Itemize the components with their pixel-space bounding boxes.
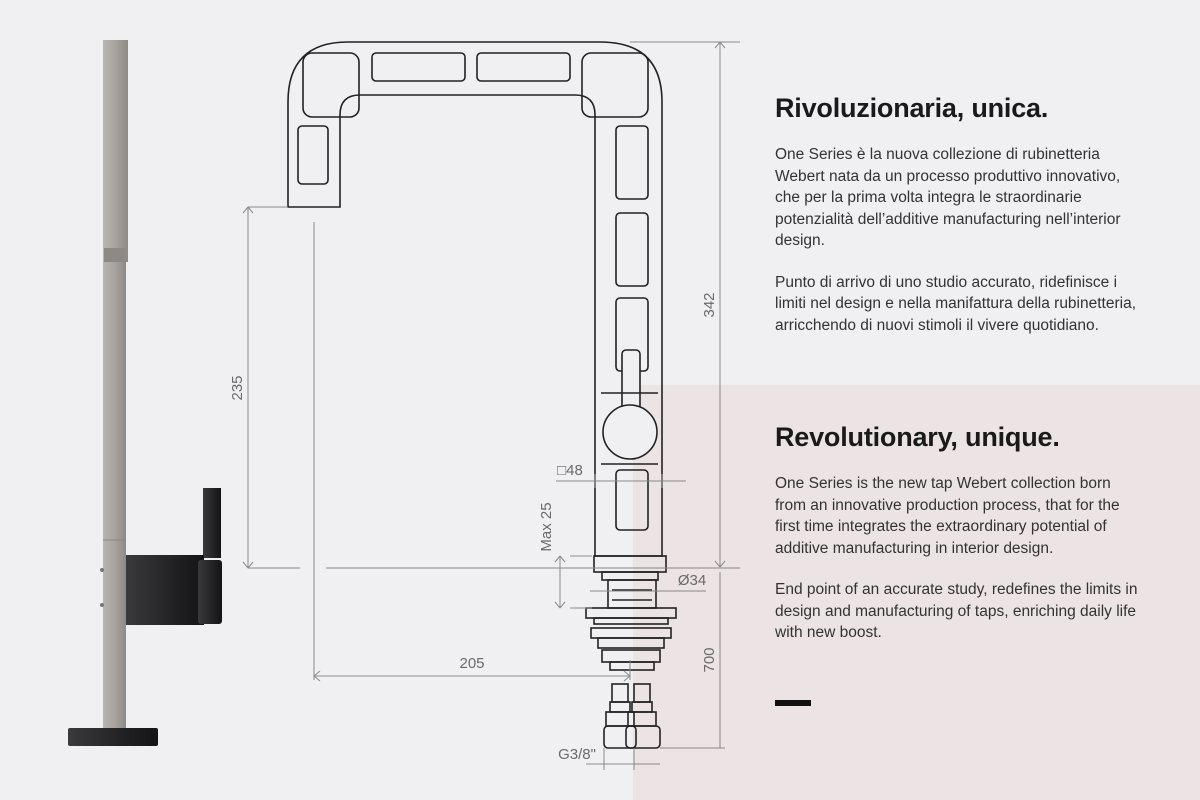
- dim-max-25-label: Max 25: [538, 502, 555, 551]
- italian-paragraph-2: Punto di arrivo di uno studio accurato, …: [775, 273, 1137, 334]
- dimension-labels: 342 700 235 205 □48 Max 25 Ø34 G3/8": [229, 292, 718, 763]
- italian-section: Rivoluzionaria, unica. One Series è la n…: [775, 93, 1145, 356]
- dim-205-label: 205: [459, 655, 484, 672]
- italian-paragraph-1: One Series è la nuova collezione di rubi…: [775, 146, 1121, 249]
- dim-235-label: 235: [229, 375, 246, 400]
- accent-panel: [633, 385, 1200, 800]
- dimension-lines: [242, 41, 740, 770]
- faucet-photo: [68, 40, 222, 746]
- accent-dash: [775, 700, 811, 706]
- english-paragraph-2: End point of an accurate study, redefine…: [775, 581, 1138, 641]
- english-section: Revolutionary, unique. One Series is the…: [775, 422, 1145, 664]
- faucet-outline: [287, 41, 677, 749]
- english-heading: Revolutionary, unique.: [775, 422, 1060, 452]
- dim-square-48-label: □48: [557, 462, 583, 479]
- dim-diameter-34-label: Ø34: [678, 572, 706, 589]
- english-paragraph-1: One Series is the new tap Webert collect…: [775, 475, 1120, 557]
- dim-342-label: 342: [701, 292, 718, 317]
- italian-heading: Rivoluzionaria, unica.: [775, 93, 1049, 123]
- dim-g38-label: G3/8": [558, 746, 596, 763]
- dim-700-label: 700: [701, 647, 718, 672]
